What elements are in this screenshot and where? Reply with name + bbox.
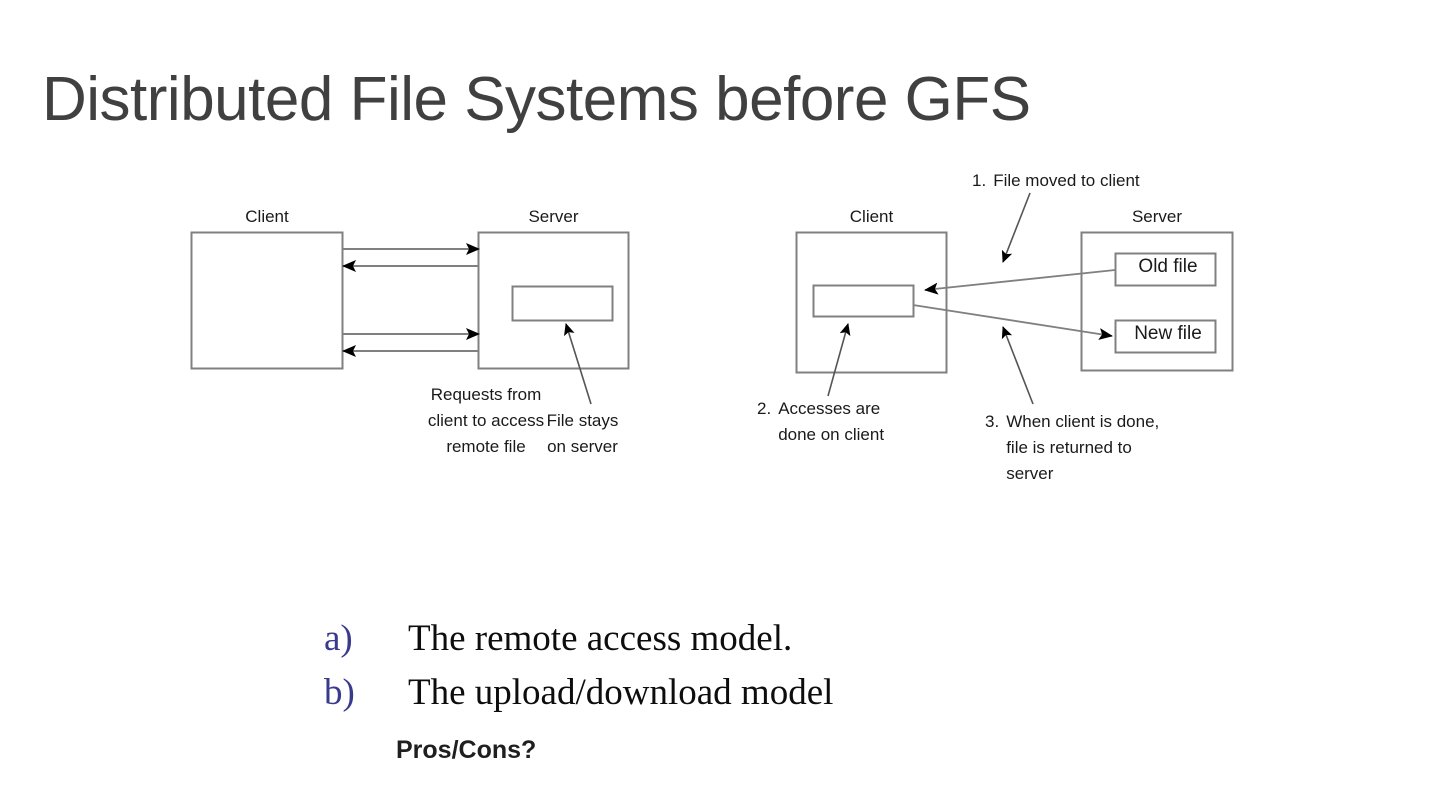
step3-leader-line <box>1001 326 1034 405</box>
upload-client-label: Client <box>849 207 894 226</box>
step2-leader-line <box>827 323 851 397</box>
step1-text: File moved to client <box>993 171 1140 190</box>
list-item-marker: a) <box>324 618 353 659</box>
remote-client-box <box>190 231 344 370</box>
new-file-box <box>1114 319 1217 354</box>
list-item-label: The upload/download model <box>408 672 834 713</box>
list-item-label: The remote access model. <box>408 618 793 659</box>
step2-caption: 2. Accesses are done on client <box>757 396 884 448</box>
list-item: b) The upload/download model <box>324 666 1224 720</box>
file-moved-arrow <box>924 269 1116 295</box>
diagram-figure: Client Server Requests from client to ac… <box>190 168 1234 487</box>
step1-number: 1. <box>972 171 987 190</box>
step1-caption: 1. File moved to client <box>972 168 1140 194</box>
pros-cons-question: Pros/Cons? <box>396 736 537 764</box>
list-item: a) The remote access model. <box>324 612 1224 666</box>
file-stays-leader-line <box>564 323 592 405</box>
step3-number: 3. <box>985 412 1000 431</box>
old-file-label: Old file <box>1138 256 1198 277</box>
step1-leader-line <box>1001 192 1031 263</box>
remote-access-diagram <box>190 231 630 405</box>
step2-number: 2. <box>757 399 772 418</box>
old-file-box <box>1114 252 1217 287</box>
diagram-svg <box>190 192 1234 405</box>
list-item-marker: b) <box>324 672 355 713</box>
step3-caption: 3. When client is done, file is returned… <box>985 409 1159 487</box>
upload-client-file-box <box>812 284 915 318</box>
remote-server-label: Server <box>528 207 579 226</box>
file-stays-caption: File stays on server <box>546 411 619 456</box>
remote-server-file-box <box>511 285 614 322</box>
upload-server-label: Server <box>1131 207 1183 226</box>
model-list: a) The remote access model. b) The uploa… <box>324 612 1224 720</box>
file-returned-arrow <box>912 304 1113 340</box>
requests-caption: Requests from client to access remote fi… <box>427 385 545 456</box>
step3-text: When client is done, file is returned to… <box>1006 412 1160 483</box>
step2-text: Accesses are done on client <box>778 399 885 444</box>
upload-download-diagram <box>795 192 1234 405</box>
remote-client-label: Client <box>245 207 289 226</box>
page-title: Distributed File Systems before GFS <box>42 65 1031 134</box>
new-file-label: New file <box>1134 323 1202 344</box>
